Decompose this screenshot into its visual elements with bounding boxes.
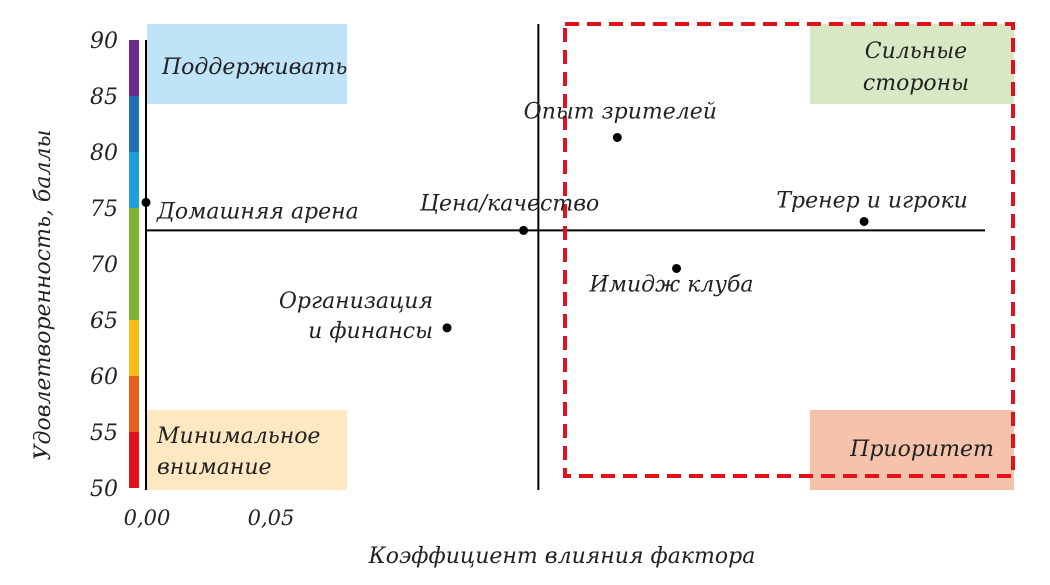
y-tick-label: 65 [90,309,118,334]
quadrant-box-bottom-left [147,410,347,490]
data-point-label: Имидж клуба [589,272,754,297]
y-tick-label: 55 [90,421,118,446]
data-point [141,197,151,207]
data-point [672,263,682,273]
quadrant-box-top-left [147,24,347,104]
quadrant-label-bottom-left: Минимальное [156,424,320,449]
x-axis-label: Коэффициент влияния фактора [368,544,756,569]
y-tick-label: 90 [90,29,118,54]
x-tick-label: 0,05 [248,506,295,530]
quadrant-label-top-right: Сильные [865,39,967,64]
color-scale-bar [129,40,139,488]
y-tick-label: 85 [90,85,118,110]
y-tick-label: 50 [90,477,118,502]
color-scale-segment [129,264,139,320]
quadrant-label-top-right: стороны [863,71,969,96]
data-point-label: Опыт зрителей [524,99,717,124]
color-scale-segment [129,152,139,208]
y-axis-label: Удовлетворенность, баллы [31,130,56,461]
data-point [519,225,529,235]
quadrant-label-top-left: Поддерживать [161,55,347,80]
color-scale-segment [129,40,139,96]
data-point-label: Цена/качество [419,191,599,216]
x-tick-labels: 0,00 0,05 [124,506,295,530]
data-point-label: Тренер и игроки [776,188,967,213]
quadrant-label-bottom-right: Приоритет [849,437,994,462]
data-point [859,216,869,226]
quadrant-label-bottom-left: внимание [157,455,272,480]
data-point [612,132,622,142]
y-tick-labels: 50 55 60 65 70 75 80 85 90 [90,29,118,502]
highlight-dashed-box [563,22,1015,478]
y-tick-label: 75 [90,197,118,222]
color-scale-segment [129,320,139,376]
y-tick-label: 70 [90,253,118,278]
data-point [442,323,452,333]
quadrant-box-top-right [810,24,1014,104]
color-scale-segment [129,376,139,432]
data-point-label: Домашняя арена [156,199,359,224]
color-scale-segment [129,432,139,488]
color-scale-segment [129,208,139,264]
color-scale-segment [129,96,139,152]
y-tick-label: 80 [90,141,118,166]
y-tick-label: 60 [90,365,118,390]
x-tick-label: 0,00 [124,506,171,530]
